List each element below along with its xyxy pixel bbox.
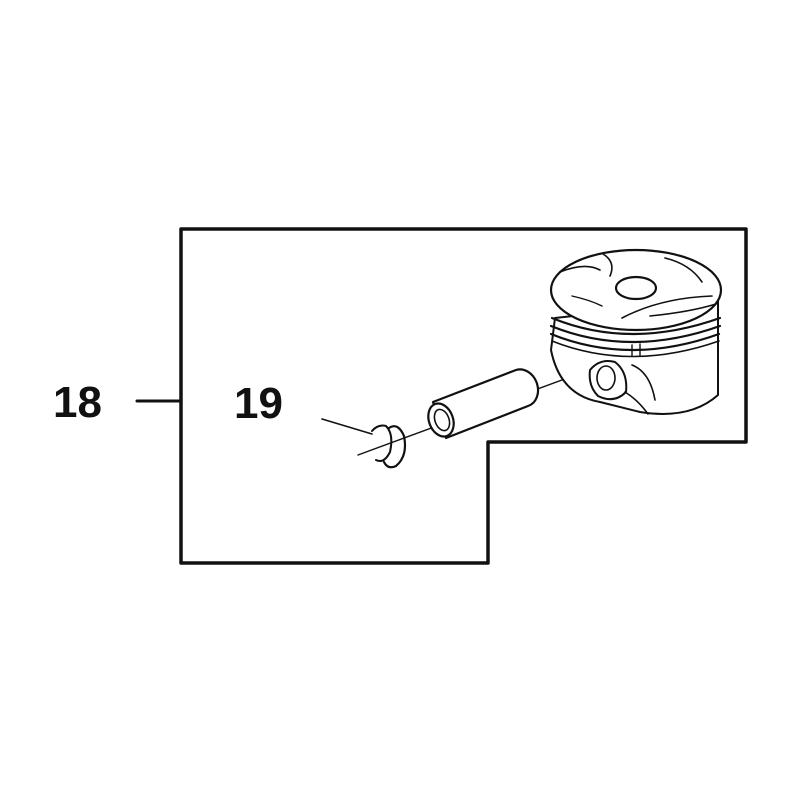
piston (549, 248, 723, 415)
pin-retaining-clips (371, 424, 407, 469)
callout-leader-19 (321, 418, 373, 435)
piston-pin (427, 368, 540, 440)
callout-label-18: 18 (53, 378, 102, 427)
callout-label-19: 19 (234, 379, 283, 428)
assembly-boundary-box (179, 227, 748, 565)
